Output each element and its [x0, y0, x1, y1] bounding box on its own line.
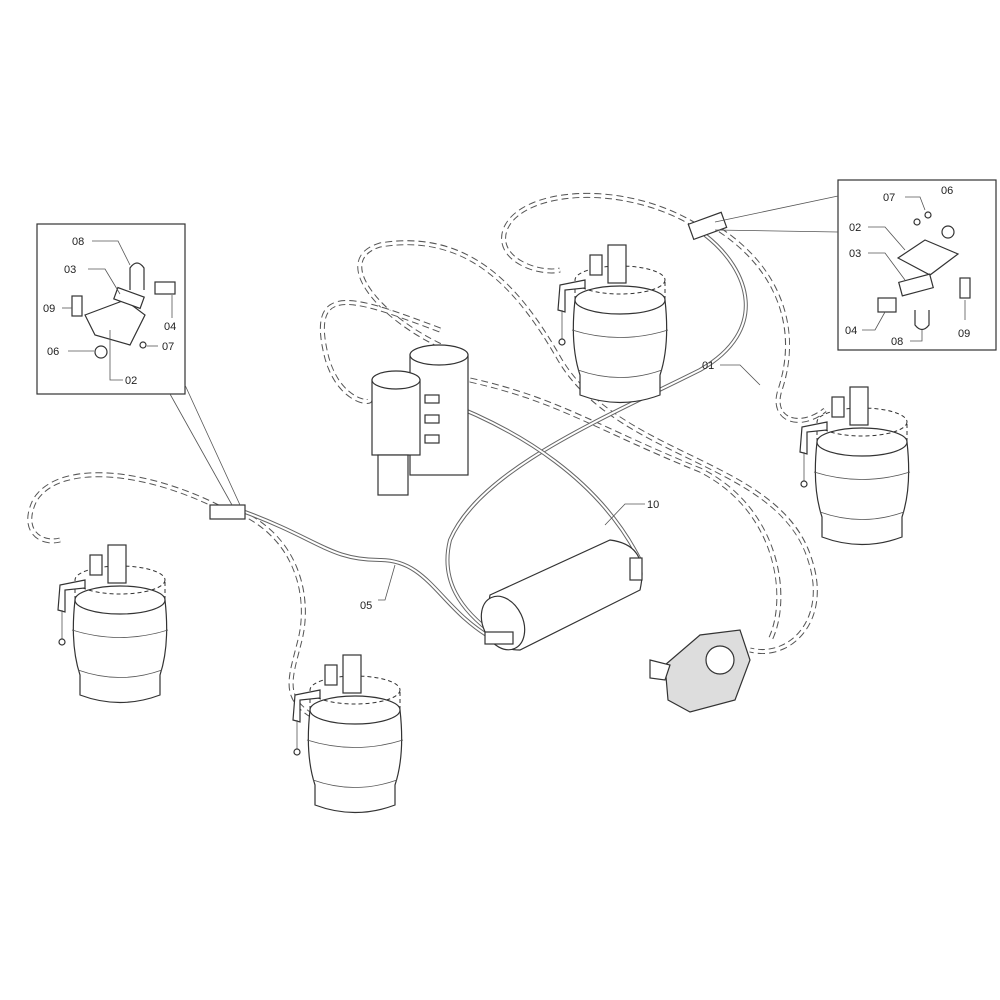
air-compressor — [649, 629, 751, 713]
callout-10: 10 — [647, 499, 659, 511]
left-tee-fitting — [209, 504, 246, 520]
callout-08: 08 — [891, 336, 903, 348]
callout-06: 06 — [47, 346, 59, 358]
air-spring-rear-right — [799, 386, 911, 546]
callout-05: 05 — [360, 600, 372, 612]
callout-03: 03 — [849, 248, 861, 260]
callout-07: 07 — [162, 341, 174, 353]
callout-01: 01 — [702, 360, 714, 372]
callout-02: 02 — [849, 222, 861, 234]
callout-07: 07 — [883, 192, 895, 204]
callout-03: 03 — [64, 264, 76, 276]
callout-09: 09 — [958, 328, 970, 340]
callout-04: 04 — [164, 321, 176, 333]
left-detail-inset: 08 03 09 04 06 07 02 — [36, 223, 241, 506]
callout-08: 08 — [72, 236, 84, 248]
callout-04: 04 — [845, 325, 857, 337]
air-spring-rear-left — [292, 654, 404, 814]
callout-02: 02 — [125, 375, 137, 387]
callout-09: 09 — [43, 303, 55, 315]
air-spring-front-left — [57, 544, 169, 704]
right-detail-inset: 07 06 02 03 04 09 08 — [714, 179, 997, 351]
callout-06: 06 — [941, 185, 953, 197]
tubes — [244, 233, 748, 642]
air-tank — [480, 539, 643, 651]
hoses — [27, 192, 827, 723]
air-dryer — [371, 344, 469, 496]
